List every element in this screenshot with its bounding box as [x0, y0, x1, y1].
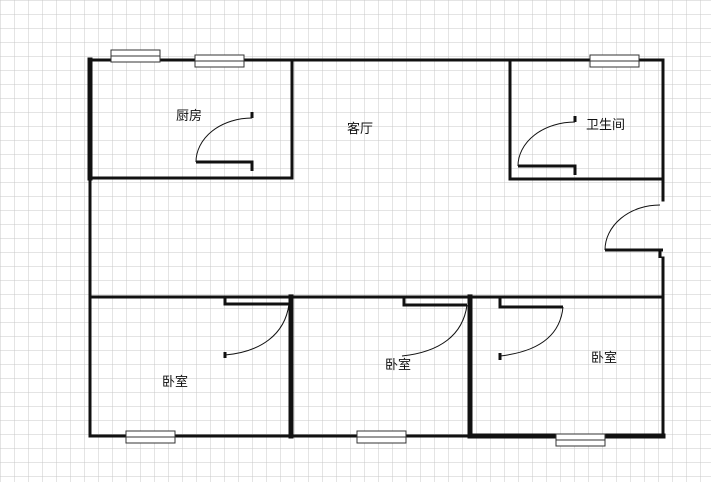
window-kitchen-right — [194, 54, 245, 68]
window-bedroom-middle — [356, 430, 407, 444]
window-kitchen-left — [110, 49, 161, 63]
room-label-kitchen: 厨房 — [176, 108, 202, 124]
window-bathroom — [589, 54, 640, 68]
window-bedroom-right — [555, 433, 606, 447]
door-kitchen — [195, 112, 254, 171]
door-bedroom-left — [223, 297, 290, 358]
window-bedroom-left — [125, 430, 176, 444]
door-entrance — [604, 204, 663, 258]
interior-walls — [88, 58, 665, 439]
door-bedroom-middle — [401, 297, 468, 357]
door-bedroom-right — [498, 297, 564, 360]
door-bathroom — [517, 116, 577, 175]
room-label-bedroom-right: 卧室 — [591, 350, 617, 366]
room-label-living-room: 客厅 — [347, 121, 373, 137]
room-label-bedroom-left: 卧室 — [162, 374, 188, 390]
room-label-bedroom-middle: 卧室 — [385, 357, 411, 373]
room-label-bathroom: 卫生间 — [586, 118, 625, 133]
